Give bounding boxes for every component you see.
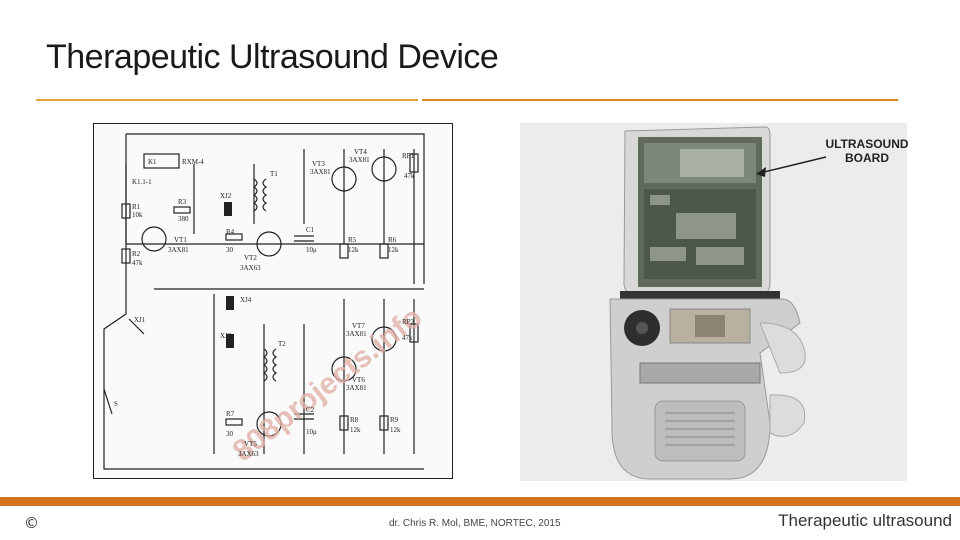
label-r4-val: 30: [226, 246, 234, 254]
label-r9: R9: [390, 416, 399, 424]
label-vt3: VT3: [312, 160, 325, 168]
label-rp2-val: 47k: [402, 334, 413, 342]
label-vt4-type: 3AX81: [349, 156, 370, 164]
title-underline-right: [422, 99, 898, 101]
label-vt7: VT7: [352, 322, 365, 330]
schematic-drawing: 808projects.info K1 RXM-4 K1.1-1 R1 10k …: [103, 133, 429, 470]
label-t1: T1: [270, 170, 278, 178]
label-r6: R6: [388, 236, 397, 244]
device-illustration: [609, 126, 827, 480]
label-c2: C2: [306, 406, 315, 414]
label-r4: R4: [226, 228, 235, 236]
label-r9-val: 12k: [390, 426, 401, 434]
label-r3-val: 380: [178, 215, 189, 223]
label-r5: R5: [348, 236, 357, 244]
label-rp2: RP2: [402, 318, 415, 326]
label-c2-val: 10μ: [306, 428, 317, 436]
label-r7-val: 30: [226, 430, 234, 438]
label-r6-val: 12k: [388, 246, 399, 254]
label-r2-val: 47k: [132, 259, 143, 267]
circuit-schematic: 808projects.info K1 RXM-4 K1.1-1 R1 10k …: [93, 123, 453, 479]
label-vt7-type: 3AX81: [346, 330, 367, 338]
footer-title: Therapeutic ultrasound: [778, 511, 952, 530]
label-xj3: XJ3: [220, 332, 232, 340]
label-r3: R3: [178, 198, 187, 206]
label-xj1: XJ1: [134, 316, 146, 324]
label-k1: K1: [148, 158, 157, 166]
label-rxm: RXM-4: [182, 158, 204, 166]
label-r2: R2: [132, 250, 141, 258]
copyright-symbol: ©: [24, 514, 39, 532]
device-photo: ULTRASOUND BOARD: [520, 123, 909, 481]
label-vt1: VT1: [174, 236, 187, 244]
callout-label: ULTRASOUND BOARD: [825, 137, 909, 165]
label-c1-val: 10μ: [306, 246, 317, 254]
slide-title: Therapeutic Ultrasound Device: [46, 38, 499, 76]
label-xj2: XJ2: [220, 192, 232, 200]
label-vt4: VT4: [354, 148, 367, 156]
svg-text:808projects.info: 808projects.info: [227, 301, 429, 469]
label-r8: R8: [350, 416, 359, 424]
label-s: S: [114, 400, 118, 408]
title-underline-left: [36, 99, 418, 101]
label-rp1-val: 47k: [404, 172, 415, 180]
label-vt5: VT5: [244, 440, 257, 448]
label-r7: R7: [226, 410, 235, 418]
label-vt6: VT6: [352, 376, 365, 384]
label-r1-val: 10k: [132, 211, 143, 219]
label-r8-val: 12k: [350, 426, 361, 434]
footer-credit: dr. Chris R. Mol, BME, NORTEC, 2015: [389, 518, 561, 529]
label-vt3-type: 3AX81: [310, 168, 331, 176]
label-c1: C1: [306, 226, 315, 234]
label-r1: R1: [132, 203, 141, 211]
label-vt5-type: 3AX63: [238, 450, 259, 458]
label-t2: T2: [278, 340, 286, 348]
label-vt2: VT2: [244, 254, 257, 262]
label-vt1-type: 3AX81: [168, 246, 189, 254]
label-r5-val: 12k: [348, 246, 359, 254]
footer-accent-bar: [0, 497, 960, 506]
label-xj4: XJ4: [240, 296, 252, 304]
label-k1-contact: K1.1-1: [132, 178, 152, 186]
label-rp1: RP1: [402, 152, 415, 160]
label-vt6-type: 3AX81: [346, 384, 367, 392]
label-vt2-type: 3AX63: [240, 264, 261, 272]
